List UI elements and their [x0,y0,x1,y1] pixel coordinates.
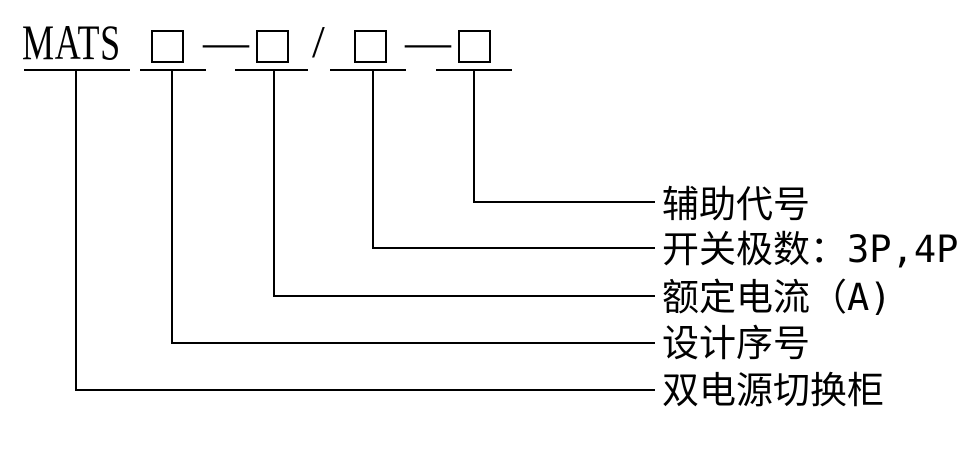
label-rated-current: 额定电流（A) [662,276,892,319]
leader-poles [372,70,655,249]
leader-auxiliary-code [473,70,655,203]
label-auxiliary-code: 辅助代号 [662,183,810,226]
rated-current-placeholder [256,30,289,63]
dash-separator-2: — [405,16,451,67]
poles-placeholder [354,30,387,63]
label-poles: 开关极数：3P,4P [662,228,959,271]
leader-dual-power-cabinet [75,70,655,391]
auxiliary-code-placeholder [458,30,491,63]
slash-separator: / [312,16,325,67]
leader-rated-current [273,70,655,297]
model-prefix: MATS [22,14,121,70]
leader-design-number [171,70,655,344]
label-dual-power-cabinet: 双电源切换柜 [662,369,884,412]
label-design-number: 设计序号 [662,322,810,365]
design-number-placeholder [151,30,184,63]
dash-separator-1: — [203,16,249,67]
